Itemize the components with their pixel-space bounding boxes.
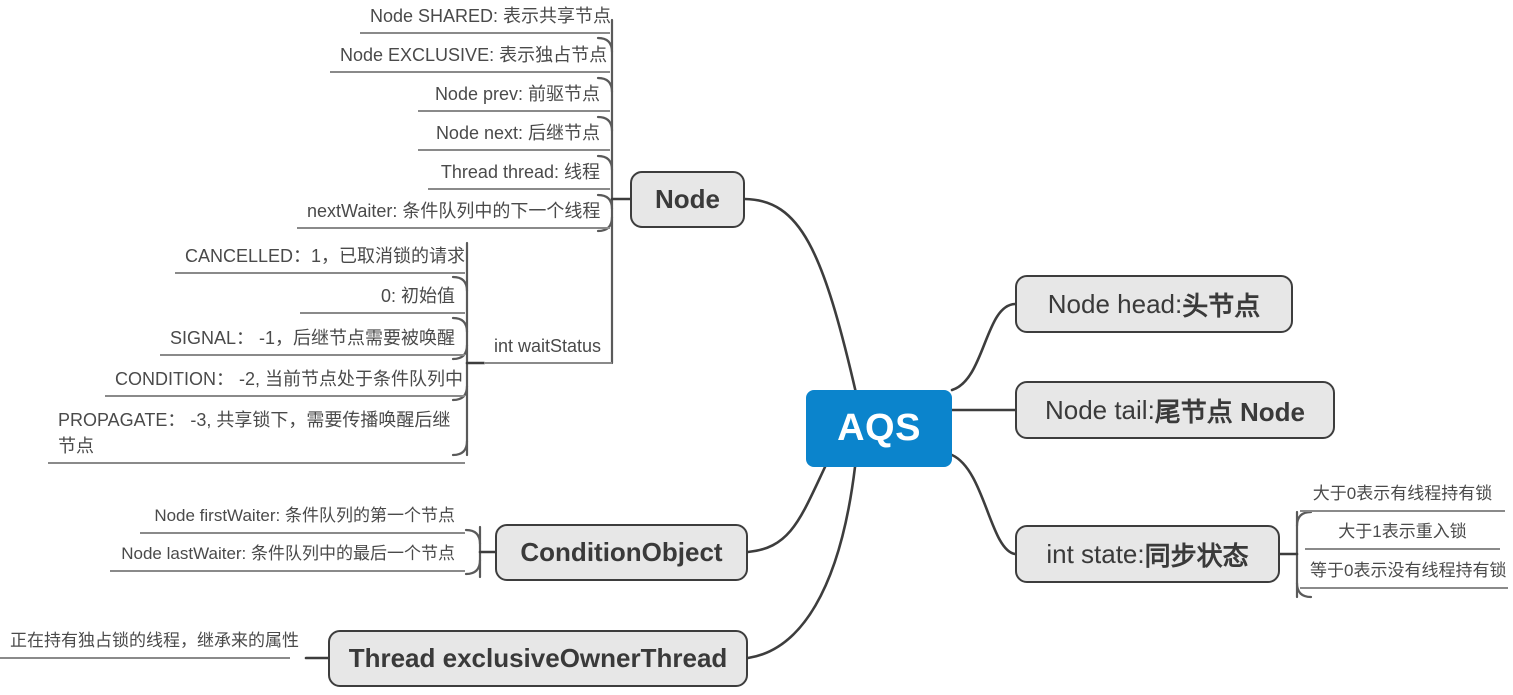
wire-root-to-node [743, 197, 858, 395]
leaf-state-greater-than-zero[interactable]: 大于0表示有线程持有锁 [1300, 481, 1505, 512]
int-state-label-light: int state: [1046, 538, 1145, 569]
branch-int-state[interactable]: int state: 同步状态 [1015, 525, 1280, 583]
leaf-waitstatus-propagate[interactable]: PROPAGATE： -3, 共享锁下，需要传播唤醒后继节点 [48, 406, 465, 465]
int-state-label-bold: 同步状态 [1144, 540, 1249, 571]
leaf-node-thread[interactable]: Thread thread: 线程 [428, 158, 610, 191]
leaf-state-equals-zero[interactable]: 等于0表示没有线程持有锁 [1300, 558, 1508, 589]
leaf-waitstatus-condition[interactable]: CONDITION： -2, 当前节点处于条件队列中 [105, 365, 465, 398]
leaf-ownerthread-desc[interactable]: 正在持有独占锁的线程，继承来的属性 [0, 628, 299, 659]
branch-condition-object[interactable]: ConditionObject [495, 524, 748, 581]
leaf-waitstatus-cancelled[interactable]: CANCELLED：1，已取消锁的请求 [175, 242, 465, 275]
leaf-node-shared[interactable]: Node SHARED: 表示共享节点 [360, 2, 611, 35]
branch-node-tail[interactable]: Node tail: 尾节点 Node [1015, 381, 1335, 439]
leaf-waitstatus-signal[interactable]: SIGNAL： -1，后继节点需要被唤醒 [160, 324, 465, 357]
branch-exclusive-owner-thread[interactable]: Thread exclusiveOwnerThread [328, 630, 748, 687]
leaf-state-greater-than-one[interactable]: 大于1表示重入锁 [1305, 519, 1500, 550]
leaf-waitstatus-zero[interactable]: 0: 初始值 [300, 282, 465, 315]
elbow-co-2 [464, 558, 482, 576]
elbow-co-1 [464, 528, 482, 546]
wire-root-to-head [950, 302, 1017, 392]
node-head-label-bold: 头节点 [1182, 290, 1261, 321]
branch-node-head[interactable]: Node head: 头节点 [1015, 275, 1293, 333]
leaf-node-waitstatus[interactable]: int waitStatus [484, 332, 612, 365]
leaf-node-prev[interactable]: Node prev: 前驱节点 [418, 80, 610, 113]
leaf-node-exclusive[interactable]: Node EXCLUSIVE: 表示独占节点 [330, 41, 610, 74]
leaf-node-nextwaiter[interactable]: nextWaiter: 条件队列中的下一个线程 [297, 197, 610, 230]
branch-node[interactable]: Node [630, 171, 745, 228]
wire-root-to-conditionobject [746, 465, 827, 554]
leaf-condition-firstwaiter[interactable]: Node firstWaiter: 条件队列的第一个节点 [140, 503, 465, 534]
leaf-node-next[interactable]: Node next: 后继节点 [418, 119, 610, 152]
leaf-condition-lastwaiter[interactable]: Node lastWaiter: 条件队列中的最后一个节点 [110, 541, 465, 572]
wire-root-to-state [950, 453, 1017, 556]
root-node-aqs[interactable]: AQS [806, 390, 952, 467]
node-tail-label-light: Node tail: [1044, 394, 1155, 425]
wire-root-to-ownerthread [746, 465, 857, 660]
node-head-label-light: Node head: [1047, 288, 1183, 319]
node-tail-label-bold: 尾节点 Node [1154, 396, 1306, 427]
